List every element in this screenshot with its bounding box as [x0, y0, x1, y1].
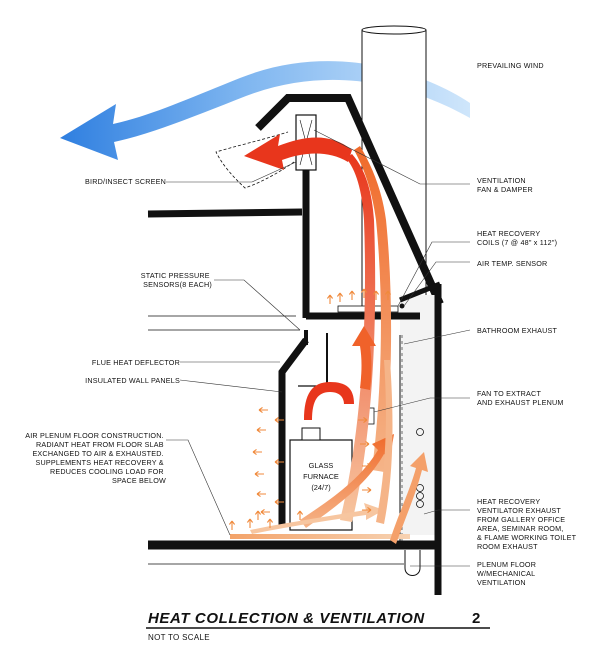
- radiant-heat-mark: [246, 518, 254, 528]
- radiant-heat-mark: [358, 416, 368, 424]
- diagram-title: HEAT COLLECTION & VENTILATION: [148, 610, 425, 627]
- radiant-heat-arrows: [228, 288, 392, 530]
- radiant-heat-mark: [258, 406, 268, 414]
- radiant-heat-mark: [228, 520, 236, 530]
- radiant-heat-mark: [348, 290, 356, 300]
- building-structure: [147, 114, 442, 595]
- label-vent-fan: VENTILATION FAN & DAMPER: [477, 176, 533, 194]
- radiant-heat-mark: [256, 490, 266, 498]
- heat-rise-stack-2: [354, 146, 392, 472]
- hot-exhaust-arrow: [244, 134, 352, 170]
- right-rise-arrow: [376, 360, 393, 524]
- heat-flow-arrows: [244, 134, 428, 544]
- label-hrv-exhaust: HEAT RECOVERY VENTILATOR EXHAUST FROM GA…: [477, 497, 578, 551]
- label-bird-screen: BIRD/INSECT SCREEN: [85, 177, 166, 186]
- plenum-floor-heat: [230, 534, 410, 539]
- radiant-heat-mark: [260, 508, 270, 516]
- radiant-heat-mark: [362, 486, 372, 494]
- label-flue-deflector: FLUE HEAT DEFLECTOR: [92, 358, 180, 367]
- radiant-heat-mark: [336, 292, 344, 302]
- label-prevailing-wind: PREVAILING WIND: [477, 61, 544, 70]
- hrv-exhaust-arrow: [390, 452, 428, 544]
- radiant-heat-mark: [384, 290, 392, 300]
- figure-number: 2: [472, 610, 480, 627]
- radiant-heat-mark: [266, 518, 274, 528]
- annotation-labels: PREVAILING WIND BIRD/INSECT SCREEN VENTI…: [25, 61, 578, 587]
- radiant-heat-mark: [360, 440, 370, 448]
- center-heat-arrow: [352, 326, 376, 390]
- furnace-label-line2: FURNACE: [303, 472, 339, 481]
- radiant-heat-mark: [360, 288, 368, 298]
- radiant-heat-mark: [254, 510, 262, 520]
- floor-heat-arc: [300, 434, 394, 528]
- label-plenum-floor: PLENUM FLOOR W/MECHANICAL VENTILATION: [477, 560, 538, 587]
- radiant-heat-mark: [326, 294, 334, 304]
- leader-lines: [166, 129, 471, 567]
- radiant-heat-mark: [274, 458, 284, 466]
- title-block: HEAT COLLECTION & VENTILATION 2 NOT TO S…: [146, 610, 490, 642]
- label-air-temp: AIR TEMP. SENSOR: [477, 259, 547, 268]
- stack-wall-shading: [400, 295, 440, 535]
- radiant-heat-mark: [274, 416, 284, 424]
- radiant-heat-mark: [372, 290, 380, 300]
- furnace-label-line1: GLASS: [309, 461, 334, 470]
- scale-note: NOT TO SCALE: [148, 633, 210, 642]
- heat-rise-stack: [340, 154, 376, 522]
- furnace-label-line3: (24/7): [311, 483, 330, 492]
- label-fan-extract: FAN TO EXTRACT AND EXHAUST PLENUM: [477, 389, 564, 407]
- label-bathroom-exhaust: BATHROOM EXHAUST: [477, 326, 558, 335]
- radiant-heat-mark: [274, 498, 284, 506]
- floor-flow-arrow: [250, 503, 384, 534]
- label-insulated-walls: INSULATED WALL PANELS: [85, 376, 180, 385]
- prevailing-wind-arrow: [60, 61, 470, 161]
- radiant-heat-mark: [252, 448, 262, 456]
- label-air-plenum: AIR PLENUM FLOOR CONSTRUCTION. RADIANT H…: [25, 431, 166, 485]
- radiant-heat-mark: [362, 506, 372, 514]
- radiant-heat-mark: [362, 462, 372, 470]
- label-heat-coils: HEAT RECOVERY COILS (7 @ 48" x 112"): [477, 229, 557, 247]
- label-static-pressure: STATIC PRESSURE SENSORS(8 EACH): [141, 271, 212, 289]
- radiant-heat-mark: [296, 510, 304, 520]
- radiant-heat-mark: [254, 470, 264, 478]
- roof-cap: [255, 94, 444, 306]
- radiant-heat-mark: [256, 426, 266, 434]
- flue-heat-arrow: [304, 382, 354, 420]
